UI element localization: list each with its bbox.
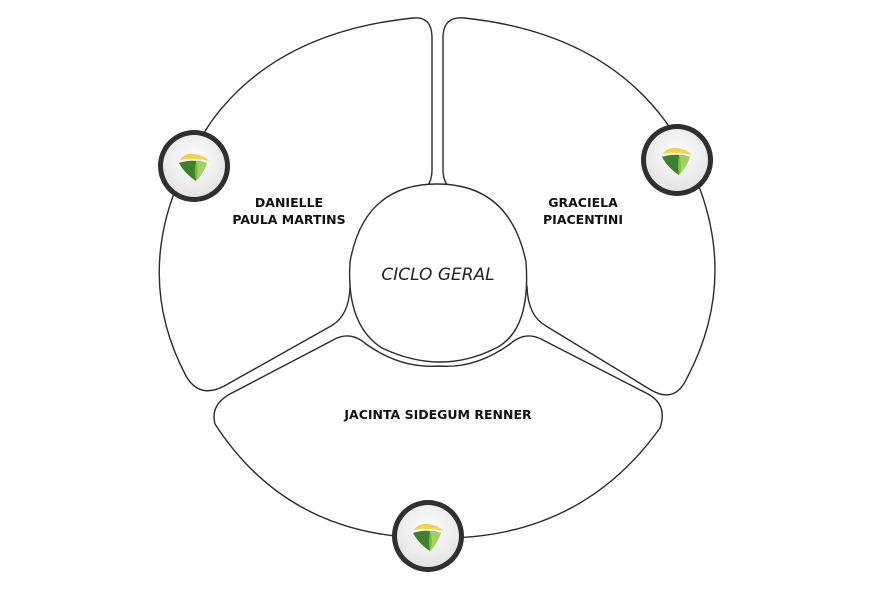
- shield-logo-icon: [392, 500, 464, 572]
- segment-bottom-label: JACINTA SIDEGUM RENNER: [343, 407, 532, 422]
- center-circle: [348, 183, 528, 363]
- center-label: CICLO GERAL: [381, 265, 494, 285]
- segment-right-label-line1: GRACIELA: [548, 195, 618, 210]
- segment-right: [442, 17, 716, 396]
- segment-left-label-line2: PAULA MARTINS: [232, 212, 345, 227]
- shield-logo-icon: [641, 124, 713, 196]
- shield-logo-icon: [158, 130, 230, 202]
- segment-right-label-line2: PIACENTINI: [543, 212, 623, 227]
- segment-left-label-line1: DANIELLE: [255, 195, 323, 210]
